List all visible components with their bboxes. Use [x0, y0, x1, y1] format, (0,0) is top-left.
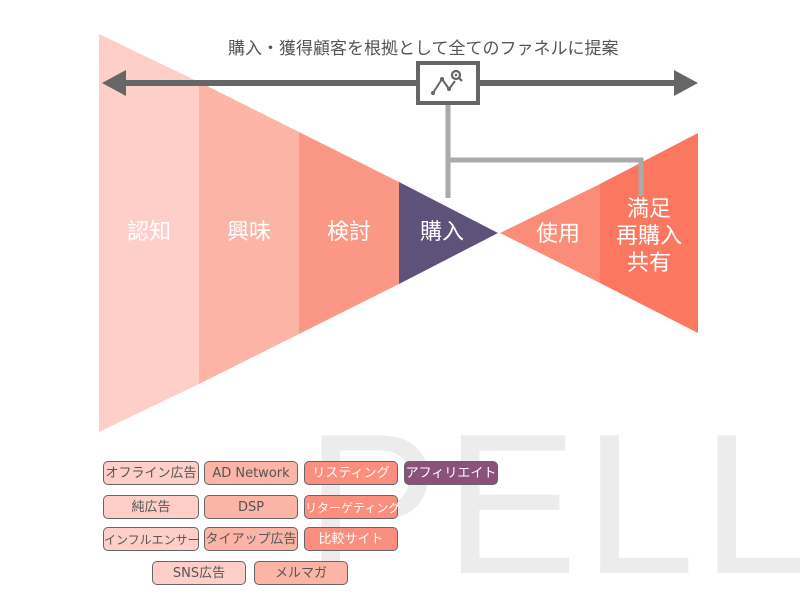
- arrow-right-head: [674, 70, 698, 96]
- stage-label-satisfaction: 満足 再購入 共有: [600, 196, 698, 277]
- headline: 購入・獲得顧客を根拠として全てのファネルに提案: [228, 39, 619, 59]
- funnel-graphic: [99, 34, 698, 432]
- channel-tag: DSP: [204, 495, 298, 519]
- channel-tag: アフィリエイト: [404, 461, 498, 485]
- stage-label-purchase: 購入: [419, 220, 464, 245]
- channel-tag: タイアップ広告: [204, 527, 298, 551]
- funnel-segment-interest: [199, 82, 299, 384]
- channel-tag: メルマガ: [254, 561, 348, 585]
- chart-search-icon: [416, 61, 480, 105]
- funnel-segment-purchase: [399, 182, 498, 284]
- double-arrow: [102, 70, 698, 96]
- channel-tag: インフルエンサー: [103, 527, 200, 551]
- stage-label-line: 満足: [626, 197, 671, 222]
- channel-tag: オフライン広告: [103, 461, 199, 485]
- stage-label-line: 共有: [626, 251, 671, 276]
- connector-lines: [445, 103, 644, 198]
- stage-label-interest: 興味: [226, 220, 271, 245]
- funnel-diagram: PELL: [99, 34, 800, 605]
- channel-tag: 純広告: [103, 495, 199, 519]
- channel-tag: AD Network: [204, 461, 298, 485]
- stage-label-consideration: 検討: [326, 220, 371, 245]
- funnel-segment-use: [500, 184, 600, 283]
- stage-label-awareness: 認知: [126, 220, 171, 245]
- stage-label-use: 使用: [535, 222, 580, 247]
- stage-label-line: 再購入: [615, 224, 682, 249]
- funnel-segment-awareness: [99, 34, 199, 432]
- funnel-segment-satisfaction: [600, 133, 698, 333]
- channel-tag: リターゲティング: [304, 495, 400, 519]
- channel-tag: リスティング: [304, 461, 398, 485]
- channel-tag: 比較サイト: [304, 527, 398, 551]
- channel-tag: SNS広告: [152, 561, 246, 585]
- funnel-segment-consideration: [299, 132, 399, 334]
- arrow-left-head: [102, 70, 126, 96]
